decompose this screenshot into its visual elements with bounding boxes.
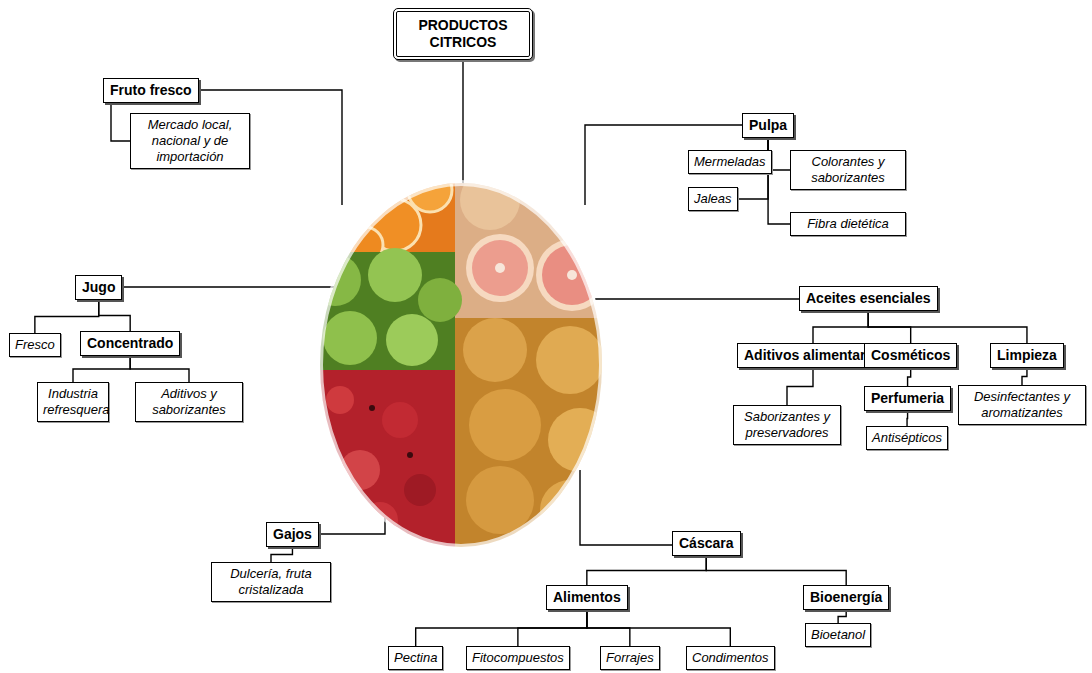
product-box: Antisépticos [866,426,948,450]
tree-connector [868,311,1027,343]
category-box: Fruto fresco [103,78,199,103]
tree-connector [518,610,587,646]
tree-connector [906,411,908,426]
collage-edge [320,183,602,547]
box-label: Fruto fresco [110,82,192,99]
box-label: Saborizantes y preservadores [739,409,835,441]
tree-connector [416,610,587,646]
product-box: Fibra dietética [790,212,906,236]
product-box: Mermeladas [688,150,772,174]
box-label: Condimentos [692,650,769,666]
box-label: Forrajes [606,650,654,666]
box-label: Desinfectantes y aromatizantes [964,389,1080,421]
leader-line [462,40,463,200]
product-box: Colorantes y saborizantes [790,150,906,190]
box-label: Bioenergía [810,589,882,606]
box-label: Mermeladas [694,154,766,170]
title-box: PRODUCTOS CITRICOS [393,8,533,60]
box-label: Colorantes y saborizantes [796,154,900,186]
product-box: Bioetanol [805,623,871,647]
box-label: PRODUCTOS CITRICOS [403,17,523,51]
box-label: Perfumeria [871,390,944,407]
tree-connector [35,300,99,333]
box-label: Jaleas [694,191,732,207]
tree-connector [111,103,130,141]
product-box: Fresco [9,333,61,357]
box-label: Cáscara [679,535,734,552]
category-box: Cáscara [672,531,741,556]
category-box: Bioenergía [803,585,889,610]
category-box: Limpieza [990,343,1064,368]
tree-connector [73,356,130,382]
category-box: Aceites esenciales [799,286,938,311]
box-label: Aditivos alimentarios [744,347,882,364]
box-label: Fibra dietética [796,216,900,232]
tree-connector [271,547,292,562]
product-box: Fitocompuestos [466,646,570,670]
tree-connector [587,556,706,585]
box-label: Mercado local, nacional y de importación [136,117,244,165]
box-label: Industria refresquera [43,386,103,418]
category-box: Alimentos [546,585,628,610]
box-label: Gajos [273,526,312,543]
tree-connector [130,356,189,382]
category-box: Cosméticos [864,343,957,368]
box-label: Jugo [82,279,115,296]
product-box: Condimentos [686,646,775,670]
product-box: Jaleas [688,187,738,211]
box-label: Aceites esenciales [806,290,931,307]
box-label: Pectina [394,650,437,666]
product-box: Desinfectantes y aromatizantes [958,385,1086,425]
product-box: Mercado local, nacional y de importación [130,113,250,169]
leader-line [595,298,830,299]
box-label: Concentrado [87,335,173,352]
category-box: Jugo [75,275,122,300]
product-box: Saborizantes y preservadores [733,405,841,445]
tree-connector [99,300,130,331]
box-label: Fitocompuestos [472,650,564,666]
box-label: Limpieza [997,347,1057,364]
tree-connector [787,368,813,405]
box-label: Dulcería, fruta cristalizada [217,566,325,598]
category-box: Perfumeria [864,386,951,411]
tree-connector [813,311,868,343]
box-label: Bioetanol [811,627,865,643]
product-box: Pectina [388,646,443,670]
box-label: Pulpa [749,117,787,134]
box-label: Alimentos [553,589,621,606]
box-label: Fresco [15,337,55,353]
tree-connector [706,556,846,585]
box-label: Antisépticos [872,430,942,446]
tree-connector [838,610,846,623]
box-label: Aditivos y saborizantes [141,386,237,418]
product-box: Dulcería, fruta cristalizada [211,562,331,602]
product-box: Aditivos y saborizantes [135,382,243,422]
product-box: Industria refresquera [37,382,109,422]
tree-connector [908,368,911,386]
category-box: Pulpa [742,113,794,138]
fruit-collage [300,167,615,570]
tree-connector [587,610,730,646]
leader-line [110,286,335,287]
category-box: Concentrado [80,331,180,356]
box-label: Cosméticos [871,347,950,364]
product-box: Forrajes [600,646,660,670]
category-box: Gajos [266,522,319,547]
tree-connector [1022,368,1027,385]
